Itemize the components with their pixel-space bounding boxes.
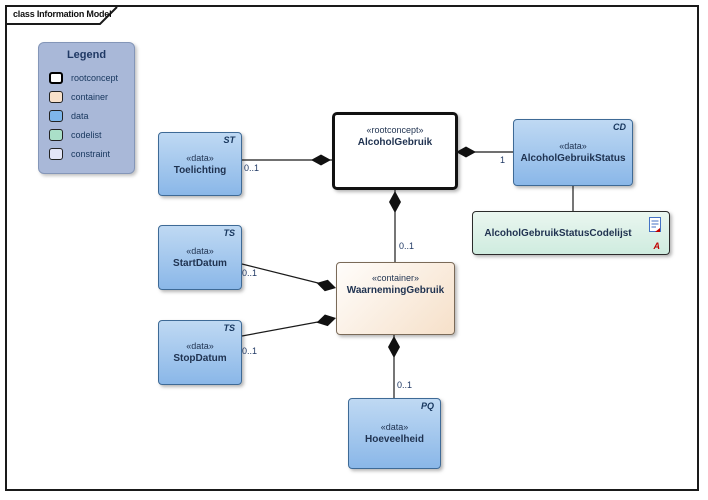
data-swatch-icon [49,109,63,122]
datatype-tag: TS [223,228,235,238]
multiplicity-label: 0..1 [244,163,260,173]
multiplicity-label: 1 [500,155,506,165]
rootconcept-swatch-icon [49,71,63,84]
class-name: AlcoholGebruikStatus [520,153,626,164]
legend-title: Legend [66,49,107,61]
legend-item-container: container [39,87,134,106]
stereotype-label: «data» [186,152,214,163]
class-box-alcoholgebruikstatuscodelijst[interactable]: AlcoholGebruikStatusCodelijst A [472,211,670,255]
multiplicity-label: 0..1 [242,268,258,278]
stereotype-label: «data» [380,422,409,432]
class-name: WaarnemingGebruik [346,285,445,296]
container-swatch-icon [49,90,63,103]
class-box-hoeveelheid[interactable]: PQ «data» Hoeveelheid [348,398,441,469]
multiplicity-label: 0..1 [242,346,258,356]
codelist-swatch-icon [49,128,63,141]
stereotype-label: «container» [371,273,420,283]
stereotype-label: «data» [559,141,587,151]
class-name: AlcoholGebruikStatusCodelijst [484,227,632,239]
class-name: Toelichting [173,164,227,176]
diagram-tab-label: class Information Model [13,9,112,19]
legend-item-rootconcept: rootconcept [39,68,134,87]
class-name: AlcoholGebruik [357,137,433,148]
class-name: Hoeveelheid [365,434,424,445]
legend-item-label: data [71,110,89,121]
class-box-waarneminggebruik[interactable]: «container» WaarnemingGebruik [336,262,455,335]
legend[interactable]: Legend rootconcept container data codeli… [38,42,135,174]
multiplicity-label: 0..1 [397,380,413,390]
constraint-swatch-icon [49,147,63,160]
datatype-tag: ST [223,135,235,145]
class-box-toelichting[interactable]: ST «data» Toelichting [158,132,242,196]
legend-item-label: codelist [71,129,102,140]
linked-document-icon [649,217,661,232]
stereotype-label: «data» [186,246,214,256]
legend-item-constraint: constraint [39,144,134,163]
stereotype-label: «data» [186,341,214,351]
class-name: StopDatum [173,353,227,364]
legend-item-label: container [71,91,109,102]
legend-item-label: constraint [71,148,111,159]
legend-item-data: data [39,106,134,125]
class-box-stopdatum[interactable]: TS «data» StopDatum [158,320,242,385]
legend-item-label: rootconcept [71,72,119,83]
datatype-tag: CD [613,122,626,132]
class-name: StartDatum [173,258,227,269]
annotation-a-label: A [653,241,661,251]
datatype-tag: PQ [420,401,434,411]
stereotype-label: «rootconcept» [366,125,424,135]
datatype-tag: TS [223,323,235,333]
legend-item-codelist: codelist [39,125,134,144]
class-box-startdatum[interactable]: TS «data» StartDatum [158,225,242,290]
class-box-alcoholgebruikstatus[interactable]: CD «data» AlcoholGebruikStatus [513,119,633,186]
class-box-alcoholgebruik[interactable]: «rootconcept» AlcoholGebruik [332,112,458,190]
multiplicity-label: 0..1 [399,241,415,251]
